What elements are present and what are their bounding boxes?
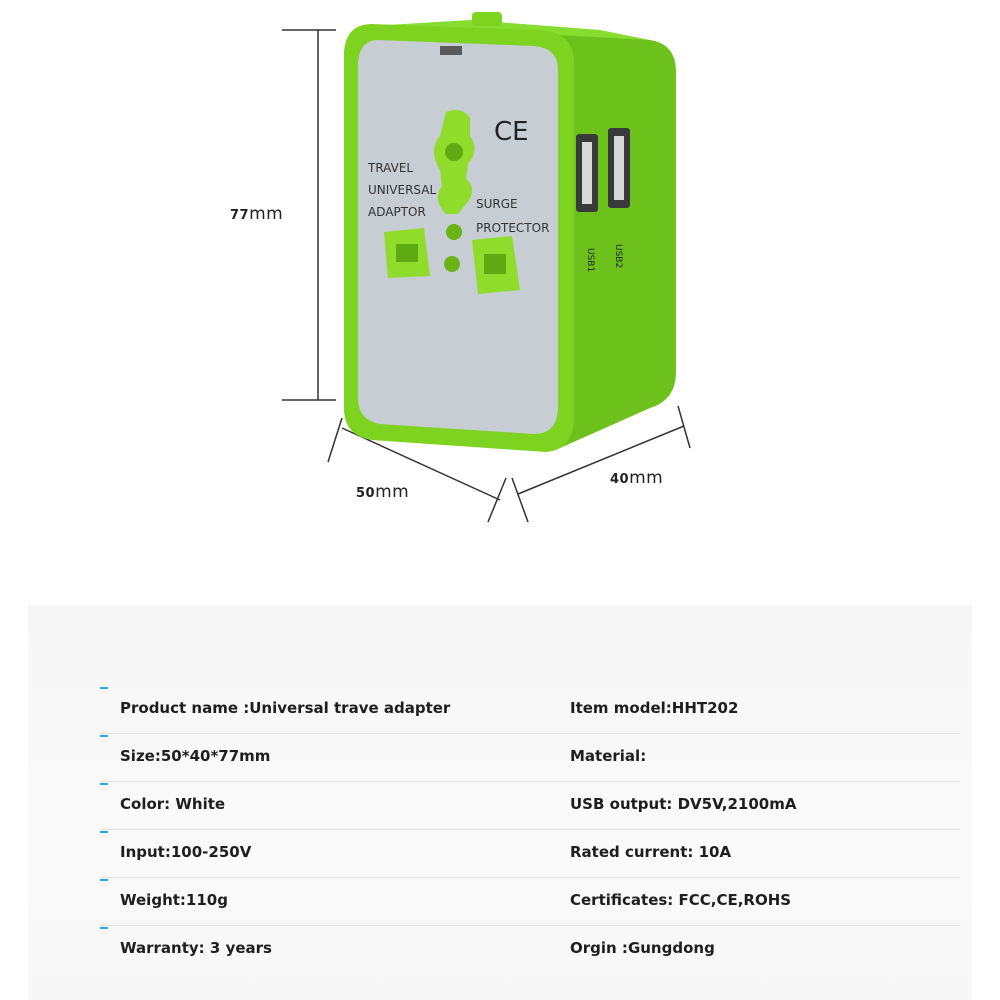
spec-row: Product name :Universal trave adapter It… [100, 685, 960, 734]
center-socket [434, 110, 475, 214]
spec-color: Color: White [120, 795, 226, 813]
width-dimension-label: 50mm [356, 482, 410, 502]
left-socket-hole [396, 244, 418, 262]
marking-travel: TRAVEL [367, 161, 413, 175]
spec-panel: Product name :Universal trave adapter It… [28, 605, 972, 1000]
row-marker [100, 687, 108, 689]
row-marker [100, 879, 108, 881]
row-marker [100, 735, 108, 737]
ce-mark: CE [494, 117, 529, 147]
height-dimension-label: 77mm [230, 204, 284, 224]
adapter-illustration: CE TRAVEL UNIVERSAL ADAPTOR SURGE PROTEC… [282, 12, 691, 523]
usb-port-1-tongue [582, 142, 592, 204]
ground-hole [446, 224, 462, 240]
depth-dimension-line [517, 425, 685, 495]
spec-rated-current: Rated current: 10A [570, 843, 732, 861]
spec-product-name: Product name :Universal trave adapter [120, 699, 451, 717]
row-marker [100, 927, 108, 929]
spec-origin: Orgin :Gungdong [570, 939, 715, 957]
spec-row: Input:100-250V Rated current: 10A [100, 829, 960, 878]
spec-weight: Weight:110g [120, 891, 228, 909]
spec-warranty: Warranty: 3 years [120, 939, 272, 957]
spec-certificates: Certificates: FCC,CE,ROHS [570, 891, 792, 909]
marking-protector: PROTECTOR [476, 221, 549, 235]
row-marker [100, 783, 108, 785]
product-figure: CE TRAVEL UNIVERSAL ADAPTOR SURGE PROTEC… [230, 12, 691, 523]
spec-size: Size:50*40*77mm [120, 747, 271, 765]
indicator-light [440, 46, 462, 55]
spec-usb-output: USB output: DV5V,2100mA [570, 795, 797, 813]
ground-hole-lower [444, 256, 460, 272]
row-marker [100, 831, 108, 833]
depth-dimension-cap-right [677, 405, 691, 449]
spec-item-model: Item model:HHT202 [570, 699, 739, 717]
spec-row: Size:50*40*77mm Material: [100, 733, 960, 782]
spec-row: Color: White USB output: DV5V,2100mA [100, 781, 960, 830]
spec-row: Weight:110g Certificates: FCC,CE,ROHS [100, 877, 960, 926]
usb2-label: USB2 [613, 244, 623, 268]
usb-port-2-tongue [614, 136, 624, 200]
spec-input: Input:100-250V [120, 843, 252, 861]
spec-row: Warranty: 3 years Orgin :Gungdong [100, 925, 960, 973]
width-dimension-cap-left [327, 417, 343, 463]
marking-universal: UNIVERSAL [368, 183, 436, 197]
usb1-label: USB1 [585, 248, 595, 272]
right-socket-hole [484, 254, 506, 274]
spec-material: Material: [570, 747, 647, 765]
depth-dimension-cap-left [511, 477, 529, 523]
center-socket-hole [445, 143, 463, 161]
marking-adaptor: ADAPTOR [368, 205, 426, 219]
width-dimension-line [341, 427, 501, 501]
adapter-top-tab [472, 12, 502, 26]
marking-surge: SURGE [476, 197, 518, 211]
depth-dimension-label: 40mm [610, 468, 664, 488]
width-dimension-cap-right [487, 477, 507, 523]
